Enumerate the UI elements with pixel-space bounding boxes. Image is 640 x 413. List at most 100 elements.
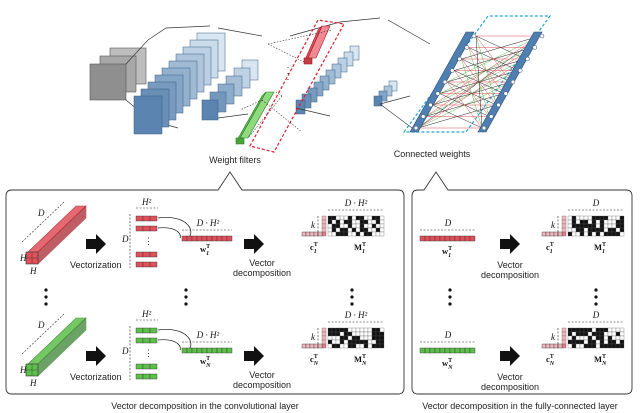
matrix-cell — [615, 219, 621, 225]
matrix-cell — [359, 231, 365, 237]
matrix-cell — [327, 343, 333, 349]
matrix-cell — [567, 331, 573, 337]
neuron — [489, 114, 494, 119]
matrix-cell — [371, 335, 377, 341]
coefficient-cell — [309, 343, 315, 349]
matrix-cell — [587, 331, 593, 337]
dim-d-label-2: D — [121, 346, 129, 356]
matrix-cell — [355, 331, 361, 337]
vector-cell — [181, 235, 188, 242]
decomp-label-2: decomposition — [233, 268, 291, 278]
matrix-cell — [363, 231, 369, 237]
matrix-cell — [367, 339, 373, 345]
vector-cell — [469, 235, 476, 242]
vector-cell — [149, 363, 158, 370]
neuron — [532, 45, 537, 50]
matrix-cell — [587, 231, 593, 237]
matrix-cell — [603, 335, 609, 341]
matrix-cell — [603, 223, 609, 229]
matrix-cell — [571, 219, 577, 225]
matrix-cell — [583, 339, 589, 345]
matrix-cell — [567, 343, 573, 349]
matrix-cell — [607, 343, 613, 349]
connected-weights-label: Connected weights — [394, 149, 471, 159]
matrix-cell — [375, 331, 381, 337]
coefficient-cell — [561, 219, 567, 225]
dim-h-label-2: H — [29, 378, 37, 388]
vector-cell — [186, 347, 193, 354]
vector-cell — [221, 235, 228, 242]
coefficient-cell — [321, 331, 327, 337]
matrix-cell — [351, 219, 357, 225]
matrix-cell — [603, 331, 609, 337]
matrix-cell — [591, 339, 597, 345]
coefficient-cell — [305, 343, 311, 349]
matrix-cell — [607, 219, 613, 225]
matrix-cell — [339, 223, 345, 229]
matrix-cell — [619, 331, 625, 337]
dim-d-label-2: D — [121, 234, 129, 244]
matrix-cell — [335, 339, 341, 345]
matrix-cell — [583, 343, 589, 349]
matrix-cell — [579, 331, 585, 337]
dim-h2-label: H² — [141, 197, 151, 207]
vector-cell — [454, 235, 461, 242]
input-stack — [89, 47, 147, 101]
matrix-cell — [351, 223, 357, 229]
vector-cell — [459, 235, 466, 242]
matrix-cell — [371, 227, 377, 233]
dim-d-label: D — [37, 208, 45, 218]
matrix-cell — [371, 327, 377, 333]
matrix-cell — [347, 343, 353, 349]
matrix-cell — [363, 339, 369, 345]
matrix-cell — [339, 331, 345, 337]
matrix-cell — [579, 343, 585, 349]
filter-side-face — [37, 317, 87, 377]
matrix-cell — [619, 335, 625, 341]
matrix-cell — [567, 335, 573, 341]
network-overview: · · · Weight filters Connected weights — [89, 15, 552, 165]
process-arrow — [500, 346, 520, 366]
matrix-cell — [591, 223, 597, 229]
matrix-cell — [615, 231, 621, 237]
matrix-cell — [587, 227, 593, 233]
matrix-cell — [355, 343, 361, 349]
neuron — [450, 68, 455, 73]
matrix-cell — [599, 219, 605, 225]
matrix-cell — [611, 227, 617, 233]
matrix-cell — [371, 343, 377, 349]
matrix-cell — [359, 223, 365, 229]
coefficient-cell — [321, 219, 327, 225]
matrix-cell — [591, 231, 597, 237]
vector-cell — [449, 347, 456, 354]
process-arrow — [244, 346, 264, 366]
matrix-cell — [579, 215, 585, 221]
matrix-cell — [343, 231, 349, 237]
matrix-cell — [331, 223, 337, 229]
coefficient-cell — [309, 231, 315, 237]
matrix-cell — [379, 223, 385, 229]
conv-caption: Vector decomposition in the convolutiona… — [111, 401, 299, 411]
matrix-cell — [575, 215, 581, 221]
neuron — [428, 102, 433, 108]
vector-cell — [135, 225, 144, 232]
matrix-cell — [343, 215, 349, 221]
matrix-cell — [587, 339, 593, 345]
matrix-cell — [599, 215, 605, 221]
matrix-cell — [567, 215, 573, 221]
matrix-cell — [379, 335, 385, 341]
matrix-cell — [571, 227, 577, 233]
vector-cell — [149, 373, 158, 380]
matrix-cell — [567, 327, 573, 333]
matrix-cell — [579, 231, 585, 237]
decomp-label-2: decomposition — [233, 380, 291, 390]
dimension-line — [21, 201, 65, 243]
matrix-cell — [327, 339, 333, 345]
coefficient-cell — [553, 343, 559, 349]
dim-dh2-label-2: D · H² — [344, 310, 368, 320]
matrix-cell — [327, 223, 333, 229]
matrix-cell — [575, 327, 581, 333]
matrix-cell — [591, 215, 597, 221]
